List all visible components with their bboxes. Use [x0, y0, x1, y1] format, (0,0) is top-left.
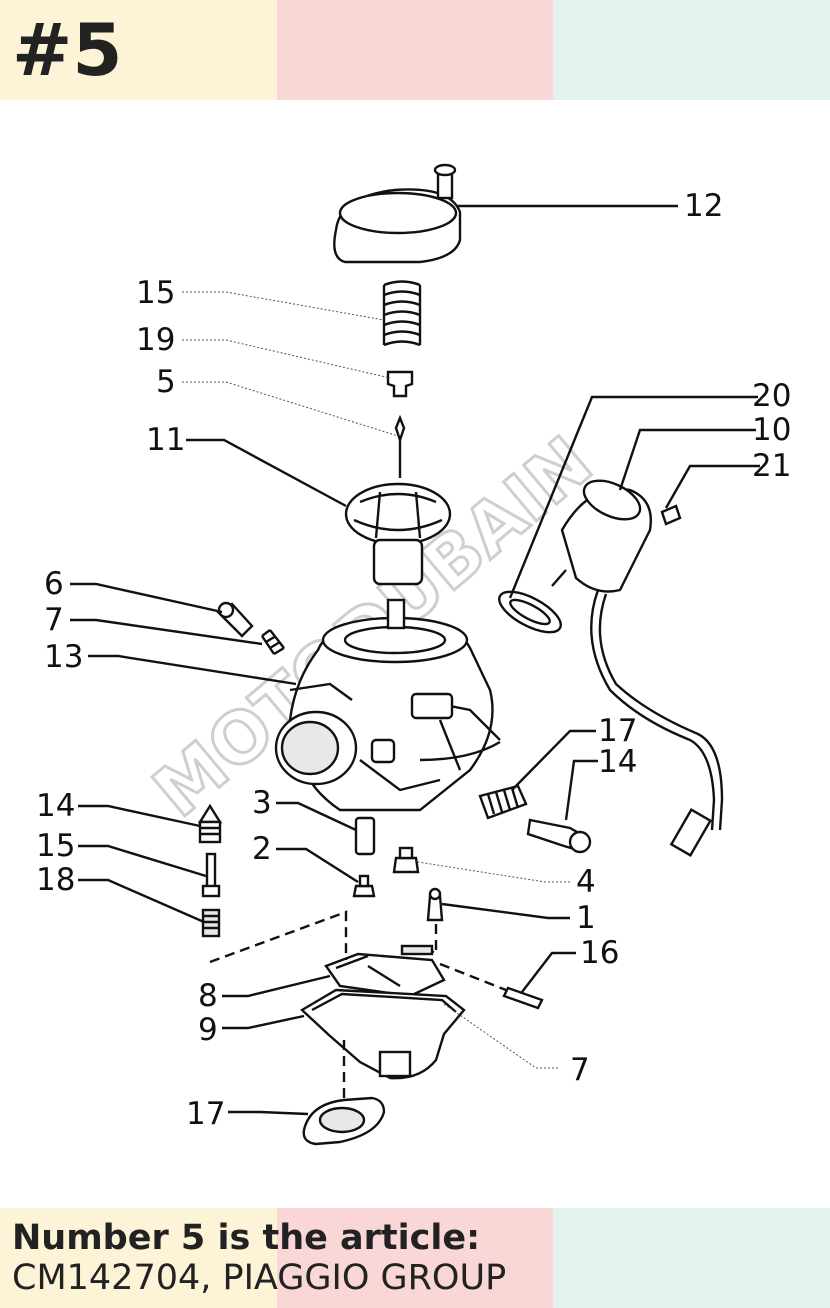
- callout-17-upper: 17: [598, 713, 637, 749]
- leader-lines: [70, 204, 760, 1116]
- part-21-screw: [660, 504, 682, 526]
- part-2-jet: [352, 874, 376, 898]
- part-5-needle: [394, 414, 406, 478]
- callout-2: 2: [252, 831, 272, 867]
- part-6-screw: [216, 601, 254, 638]
- part-4-jet: [392, 846, 420, 874]
- callout-20: 20: [752, 378, 791, 414]
- callout-16: 16: [580, 935, 619, 971]
- part-16-pin: [502, 986, 544, 1010]
- part-10-choke: [551, 479, 724, 857]
- part-3-tube: [354, 816, 376, 856]
- part-17-spring-upper: [478, 784, 528, 820]
- caption-article-code: CM142704, PIAGGIO GROUP: [12, 1258, 507, 1298]
- callout-4: 4: [576, 864, 596, 900]
- part-17-cover-lower: [302, 1096, 386, 1146]
- carburetor-body: [274, 598, 501, 812]
- top-color-band: [0, 0, 830, 100]
- part-15-spring: [382, 280, 422, 347]
- callout-1: 1: [576, 900, 596, 936]
- callout-13: 13: [44, 639, 83, 675]
- callout-10: 10: [752, 412, 791, 448]
- part-14-cap-lower: [197, 803, 223, 844]
- callout-17-lower: 17: [186, 1096, 225, 1132]
- callout-6: 6: [44, 566, 64, 602]
- callout-15-upper: 15: [136, 275, 175, 311]
- callout-3: 3: [252, 785, 272, 821]
- part-1-float-valve: [426, 887, 444, 922]
- callout-21: 21: [752, 448, 791, 484]
- callout-labels: 12 15 19 5 11 20 10 21 6 7 13 17 14 14 1…: [36, 188, 791, 1132]
- callout-19: 19: [136, 322, 175, 358]
- part-15-jet: [201, 852, 221, 898]
- part-20-gasket: [498, 590, 562, 634]
- callout-12: 12: [684, 188, 723, 224]
- alignment-lines: [209, 910, 507, 1098]
- part-18-jet: [201, 908, 221, 938]
- bottom-color-band: [0, 1208, 830, 1308]
- band-yellow: [0, 1208, 277, 1308]
- part-11-slide: [344, 482, 452, 586]
- callout-14-lower: 14: [36, 788, 75, 824]
- callout-15-lower: 15: [36, 828, 75, 864]
- callout-7-upper: 7: [44, 602, 64, 638]
- band-mint: [553, 1208, 830, 1308]
- callout-5: 5: [156, 364, 176, 400]
- part-12-cover: [333, 163, 462, 264]
- callout-8: 8: [198, 978, 218, 1014]
- part-8-float: [324, 944, 446, 998]
- callout-11: 11: [146, 422, 185, 458]
- callout-14-upper: 14: [598, 744, 637, 780]
- band-yellow: [0, 0, 277, 100]
- caption-title: Number 5 is the article:: [12, 1218, 481, 1258]
- part-19-retainer: [386, 370, 414, 398]
- item-number-badge: #5: [12, 8, 123, 92]
- callout-9: 9: [198, 1012, 218, 1048]
- callout-7-lower: 7: [570, 1052, 590, 1088]
- callout-18: 18: [36, 862, 75, 898]
- band-pink: [277, 1208, 553, 1308]
- carburetor-exploded-diagram: MOTODUBAIN: [36, 163, 791, 1146]
- part-9-bowl: [300, 988, 466, 1080]
- band-pink: [277, 0, 553, 100]
- part-7-spring-upper: [261, 629, 285, 656]
- part-14-valve-upper: [526, 818, 592, 854]
- article-caption: Number 5 is the article: CM142704, PIAGG…: [12, 1218, 506, 1298]
- band-mint: [553, 0, 830, 100]
